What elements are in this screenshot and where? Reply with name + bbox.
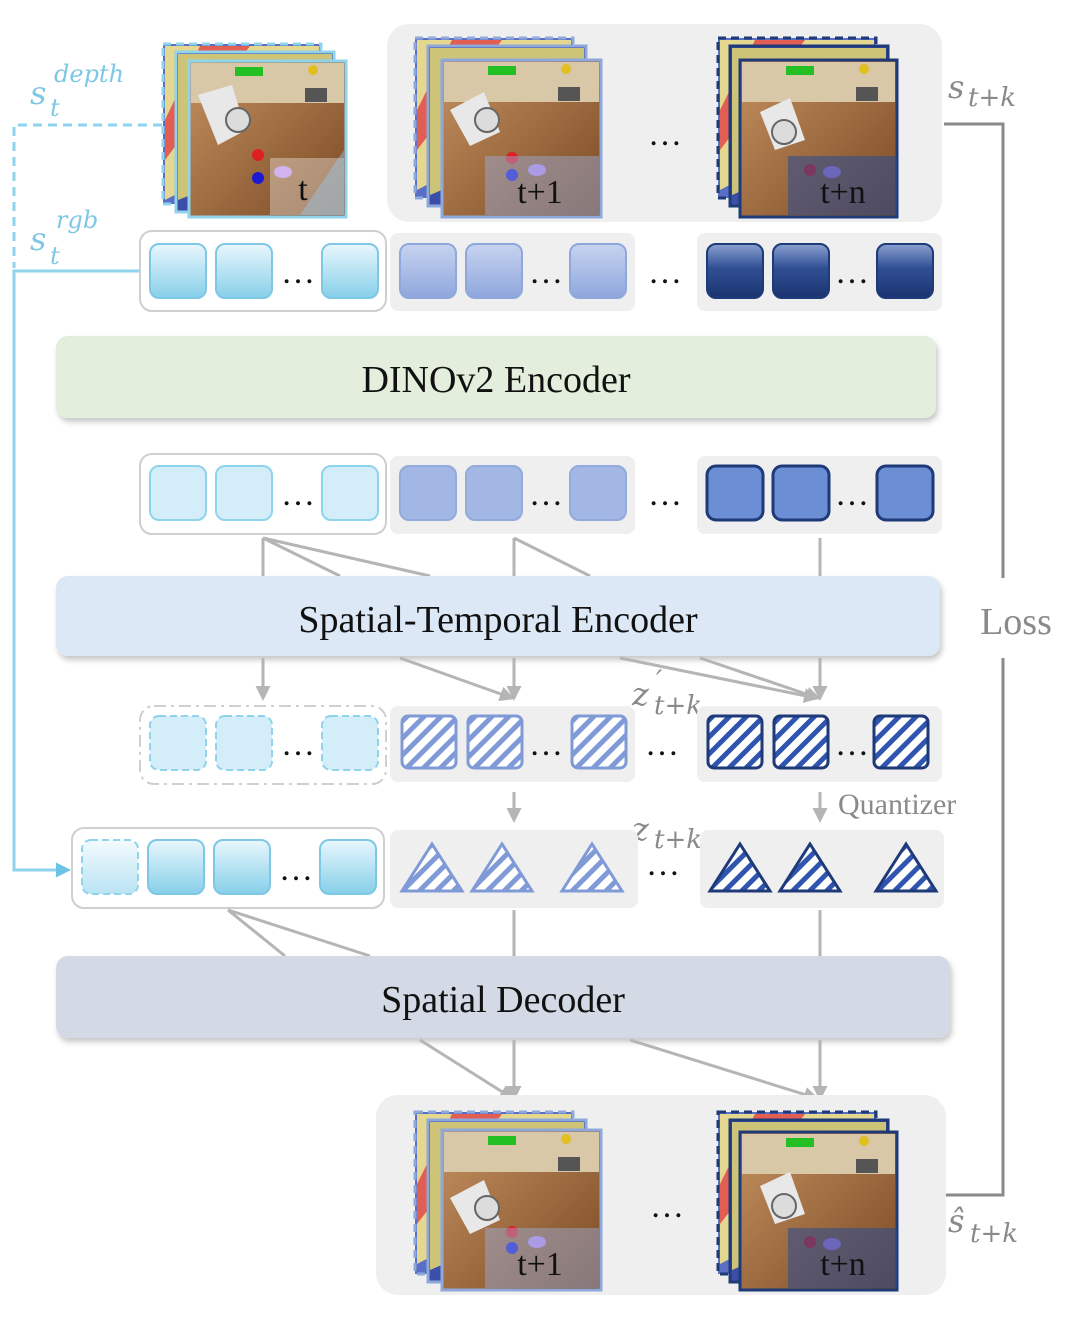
output-frame-label-tn: t+n	[820, 1246, 866, 1283]
svg-text:t: t	[50, 94, 60, 122]
dinov2-encoder-label: DINOv2 Encoder	[361, 359, 630, 401]
svg-text:…: …	[529, 476, 563, 513]
svg-text:…: …	[281, 476, 315, 513]
label-z-prime: z t+k ′	[631, 664, 702, 721]
loss-line-bottom	[946, 658, 1005, 1197]
patch-row-1: … … … …	[139, 230, 942, 312]
depth-skip-line	[12, 123, 162, 268]
loss-line-top	[944, 122, 1005, 578]
svg-text:…: …	[648, 476, 682, 513]
svg-text:t+k: t+k	[654, 691, 702, 721]
input-frame-stack-t1	[413, 36, 603, 219]
svg-text:…: …	[281, 254, 315, 291]
svg-text:′: ′	[656, 664, 663, 697]
connectors-out-st-encoder	[255, 656, 828, 703]
svg-text:t+k: t+k	[654, 825, 702, 855]
output-frame-stack-t1	[413, 1110, 603, 1292]
feature-row-2: … … … …	[139, 453, 942, 535]
connectors-into-decoder	[227, 908, 822, 958]
quantizer-label: Quantizer	[838, 788, 956, 821]
connectors-out-decoder	[419, 1038, 828, 1102]
svg-text:depth: depth	[54, 60, 124, 88]
svg-text:t+k: t+k	[968, 83, 1016, 113]
quantized-token-row: … …	[71, 827, 944, 909]
frame-label-tn: t+n	[820, 174, 866, 211]
spatial-temporal-encoder-label: Spatial-Temporal Encoder	[298, 599, 698, 641]
frames-ellipsis-bottom: …	[650, 1188, 684, 1225]
loss-label: Loss	[980, 601, 1052, 643]
svg-text:…: …	[529, 254, 563, 291]
svg-text:s: s	[30, 220, 46, 258]
svg-text:…: …	[529, 726, 563, 763]
svg-text:rgb: rgb	[56, 206, 98, 234]
label-s-target: s t+k	[948, 68, 1016, 113]
svg-text:s: s	[30, 74, 46, 112]
input-frame-stack-t	[161, 42, 348, 219]
svg-text:…: …	[645, 726, 679, 763]
frame-label-t1: t+1	[517, 174, 563, 211]
frame-label-t: t	[298, 171, 308, 208]
svg-text:ŝ: ŝ	[948, 1202, 964, 1240]
connectors-into-st-encoder	[261, 536, 822, 578]
svg-text:…: …	[279, 851, 313, 888]
svg-text:…: …	[281, 726, 315, 763]
dinov2-encoder-block	[56, 336, 936, 418]
quantizer-arrows	[506, 792, 828, 823]
label-s-rgb: s t rgb	[30, 206, 98, 270]
output-frame-stack-tn	[716, 1110, 899, 1292]
input-frame-stack-tn	[716, 36, 899, 219]
spatial-temporal-encoder-block	[56, 576, 940, 656]
svg-text:t: t	[50, 242, 60, 270]
svg-text:…: …	[835, 254, 869, 291]
svg-text:s: s	[948, 68, 964, 106]
svg-text:…: …	[648, 254, 682, 291]
rgb-skip-line	[12, 269, 140, 878]
svg-text:…: …	[835, 726, 869, 763]
output-frame-label-t1: t+1	[517, 1246, 563, 1283]
label-z: z t+k	[631, 810, 702, 855]
svg-text:z: z	[631, 675, 650, 713]
latent-row-z-prime: … … … …	[139, 705, 942, 785]
svg-text:…: …	[646, 846, 680, 883]
label-s-hat: ŝ t+k	[948, 1202, 1018, 1249]
label-s-depth: s t depth	[30, 60, 124, 122]
frames-ellipsis-top: …	[648, 116, 682, 153]
spatial-decoder-block	[56, 956, 950, 1038]
svg-text:t+k: t+k	[970, 1219, 1018, 1249]
svg-text:…: …	[835, 476, 869, 513]
spatial-decoder-label: Spatial Decoder	[381, 979, 625, 1021]
